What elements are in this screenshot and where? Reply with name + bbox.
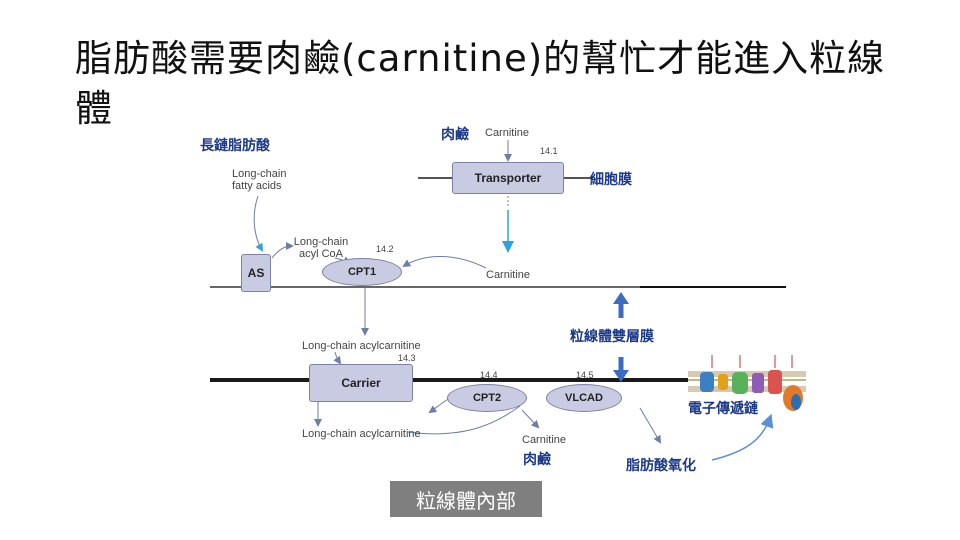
label-14-1: 14.1 — [540, 146, 558, 156]
arrow-acylcarnitine-to-carrier — [333, 351, 342, 365]
arrow-as-to-acyl-coa — [271, 242, 294, 259]
label-14-5: 14.5 — [576, 370, 594, 380]
pointer-up-head — [613, 292, 629, 304]
label-14-2: 14.2 — [376, 244, 394, 254]
mito-interior-label: 粒線體內部 — [390, 481, 542, 517]
arrow-cpt2-to-carnitine — [521, 409, 540, 429]
arrow-carnitine-to-cpt1 — [402, 256, 487, 269]
as-box: AS — [241, 254, 271, 292]
label-carnitine-mid: Carnitine — [486, 269, 531, 281]
label-14-4: 14.4 — [480, 370, 498, 380]
page-title: 脂肪酸需要肉鹼(carnitine)的幫忙才能進入粒線體 — [75, 37, 886, 130]
label-long-chain-acylcarnitine-2: Long-chain acylcarnitine — [302, 428, 421, 440]
arrow-oxidation-to-etc — [711, 413, 774, 461]
annotation-long-chain-fatty-acid: 長鏈脂肪酸 — [200, 138, 270, 154]
carrier-box: Carrier — [309, 364, 413, 402]
transporter-box: Transporter — [452, 162, 564, 194]
label-long-chain-fatty-acids: Long-chain fatty acids — [232, 168, 287, 192]
annotation-fatty-acid-oxidation: 脂肪酸氧化 — [626, 458, 696, 474]
cpt1-oval: CPT1 — [322, 258, 402, 286]
annotation-carnitine-top: 肉鹼 — [441, 127, 469, 143]
label-14-3: 14.3 — [398, 353, 416, 363]
annotation-carnitine-bottom: 肉鹼 — [523, 452, 551, 468]
vlcad-oval: VLCAD — [546, 384, 622, 412]
cpt2-oval: CPT2 — [447, 384, 527, 412]
annotation-electron-transport-chain: 電子傳遞鏈 — [688, 401, 758, 417]
label-long-chain-acylcarnitine-1: Long-chain acylcarnitine — [302, 340, 421, 352]
arrow-acylcarnitine-to-vlcad — [407, 405, 521, 435]
arrow-vlcad-down — [639, 407, 662, 444]
etc-illustration — [688, 355, 806, 411]
annotation-cell-membrane: 細胞膜 — [590, 172, 632, 188]
arrow-fatty-acids-to-as — [253, 195, 264, 252]
pointer-down-head — [613, 370, 629, 382]
label-carnitine-in: Carnitine — [485, 127, 530, 139]
annotation-mito-double-membrane: 粒線體雙層膜 — [570, 329, 654, 345]
label-long-chain-acyl-coa: Long-chain acyl CoA — [293, 236, 349, 260]
label-carnitine-out: Carnitine — [522, 434, 567, 446]
